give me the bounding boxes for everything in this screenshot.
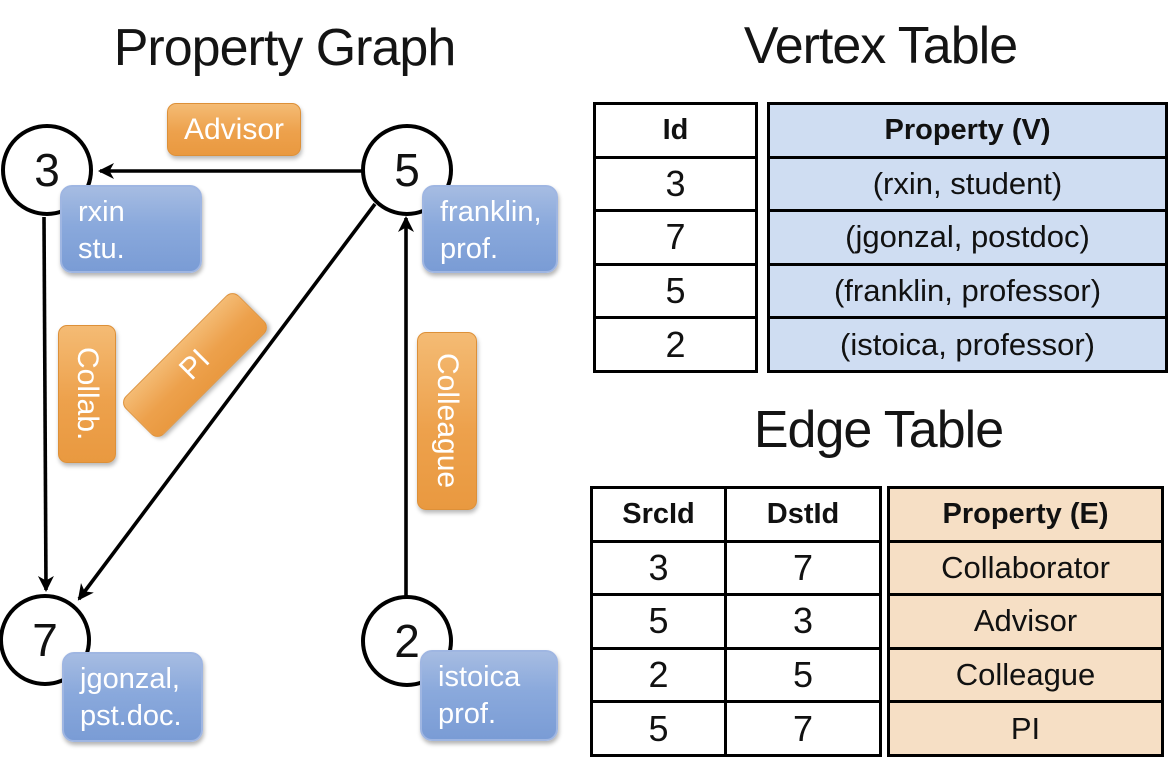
vertex-prop-line: stu.: [78, 233, 125, 265]
vertex-prop-box-jgonzal: jgonzal, pst.doc.: [62, 652, 203, 742]
edge-table-property-column: Property (E) Collaborator Advisor Collea…: [887, 486, 1164, 757]
graph-node-5: 5: [361, 124, 453, 216]
edge-pi-5-to-7: [77, 202, 377, 601]
edge-table-dst-cell: 7: [727, 542, 879, 594]
edge-table-src-cell: 5: [593, 596, 724, 647]
vertex-prop-box-istoica: istoica prof.: [420, 650, 558, 741]
vertex-table-property-header: Property (V): [770, 105, 1165, 156]
vertex-prop-box-franklin: franklin, prof.: [422, 185, 558, 273]
edge-label-colleague: Colleague: [417, 332, 477, 510]
vertex-prop-line: pst.doc.: [80, 700, 182, 732]
vertex-prop-line: prof.: [440, 233, 499, 265]
edge-table-dst-cell: 5: [727, 649, 879, 701]
node-3-label: 3: [34, 144, 60, 196]
edge-table-property-cell: Collaborator: [890, 542, 1161, 594]
edge-label-text: PI: [172, 342, 217, 387]
graph-node-2: 2: [361, 595, 453, 687]
vertex-prop-line: jgonzal,: [80, 663, 180, 695]
vertex-table-title: Vertex Table: [743, 17, 1018, 75]
vertex-prop-line: franklin,: [440, 196, 542, 228]
edge-table-property-cell: Advisor: [890, 596, 1161, 647]
edge-table-property-cell: Colleague: [890, 649, 1161, 701]
edge-label-text: Collab.: [71, 347, 104, 441]
edge-table-src-cell: 2: [593, 649, 724, 701]
edge-table-src-dst-columns: SrcId DstId 3 7 5 3 2 5 5 7: [590, 486, 882, 757]
edge-table-property-cell: PI: [890, 703, 1161, 754]
vertex-table-id-cell: 3: [596, 158, 755, 210]
vertex-table-id-header: Id: [596, 105, 755, 156]
edge-collaborator-3-to-7: [37, 216, 54, 592]
vertex-table-id-cell: 7: [596, 212, 755, 263]
vertex-table-property-cell: (jgonzal, postdoc): [770, 212, 1165, 263]
edge-table-dst-cell: 3: [727, 596, 879, 647]
edge-table-src-cell: 5: [593, 703, 724, 754]
edge-table-dst-cell: 7: [727, 703, 879, 754]
node-7-label: 7: [32, 614, 58, 666]
vertex-table-property-cell: (rxin, student): [770, 158, 1165, 210]
edge-table-src-header: SrcId: [593, 489, 724, 540]
vertex-prop-box-rxin: rxin stu.: [60, 185, 202, 273]
edge-label-collab: Collab.: [58, 325, 116, 463]
vertex-prop-line: prof.: [438, 698, 497, 730]
edge-table-src-cell: 3: [593, 542, 724, 594]
edge-table-title: Edge Table: [753, 401, 1004, 459]
edge-table-dst-header: DstId: [727, 489, 879, 540]
property-graph-title: Property Graph: [113, 19, 457, 77]
vertex-table-id-column: Id 3 7 5 2: [593, 102, 758, 373]
edge-label-advisor: Advisor: [167, 103, 301, 156]
vertex-table-property-cell: (franklin, professor): [770, 265, 1165, 317]
vertex-prop-line: istoica: [438, 661, 521, 693]
node-2-label: 2: [394, 615, 420, 667]
vertex-table-id-cell: 5: [596, 265, 755, 317]
edge-label-text: Colleague: [431, 353, 464, 489]
vertex-table-property-cell: (istoica, professor): [770, 319, 1165, 370]
graph-edges-layer: [37, 163, 414, 601]
node-5-label: 5: [394, 144, 420, 196]
vertex-prop-line: rxin: [78, 196, 125, 228]
vertex-table-property-column: Property (V) (rxin, student) (jgonzal, p…: [767, 102, 1168, 373]
edge-table-property-header: Property (E): [890, 489, 1161, 540]
vertex-table-id-cell: 2: [596, 319, 755, 370]
edge-label-text: Advisor: [183, 112, 285, 146]
